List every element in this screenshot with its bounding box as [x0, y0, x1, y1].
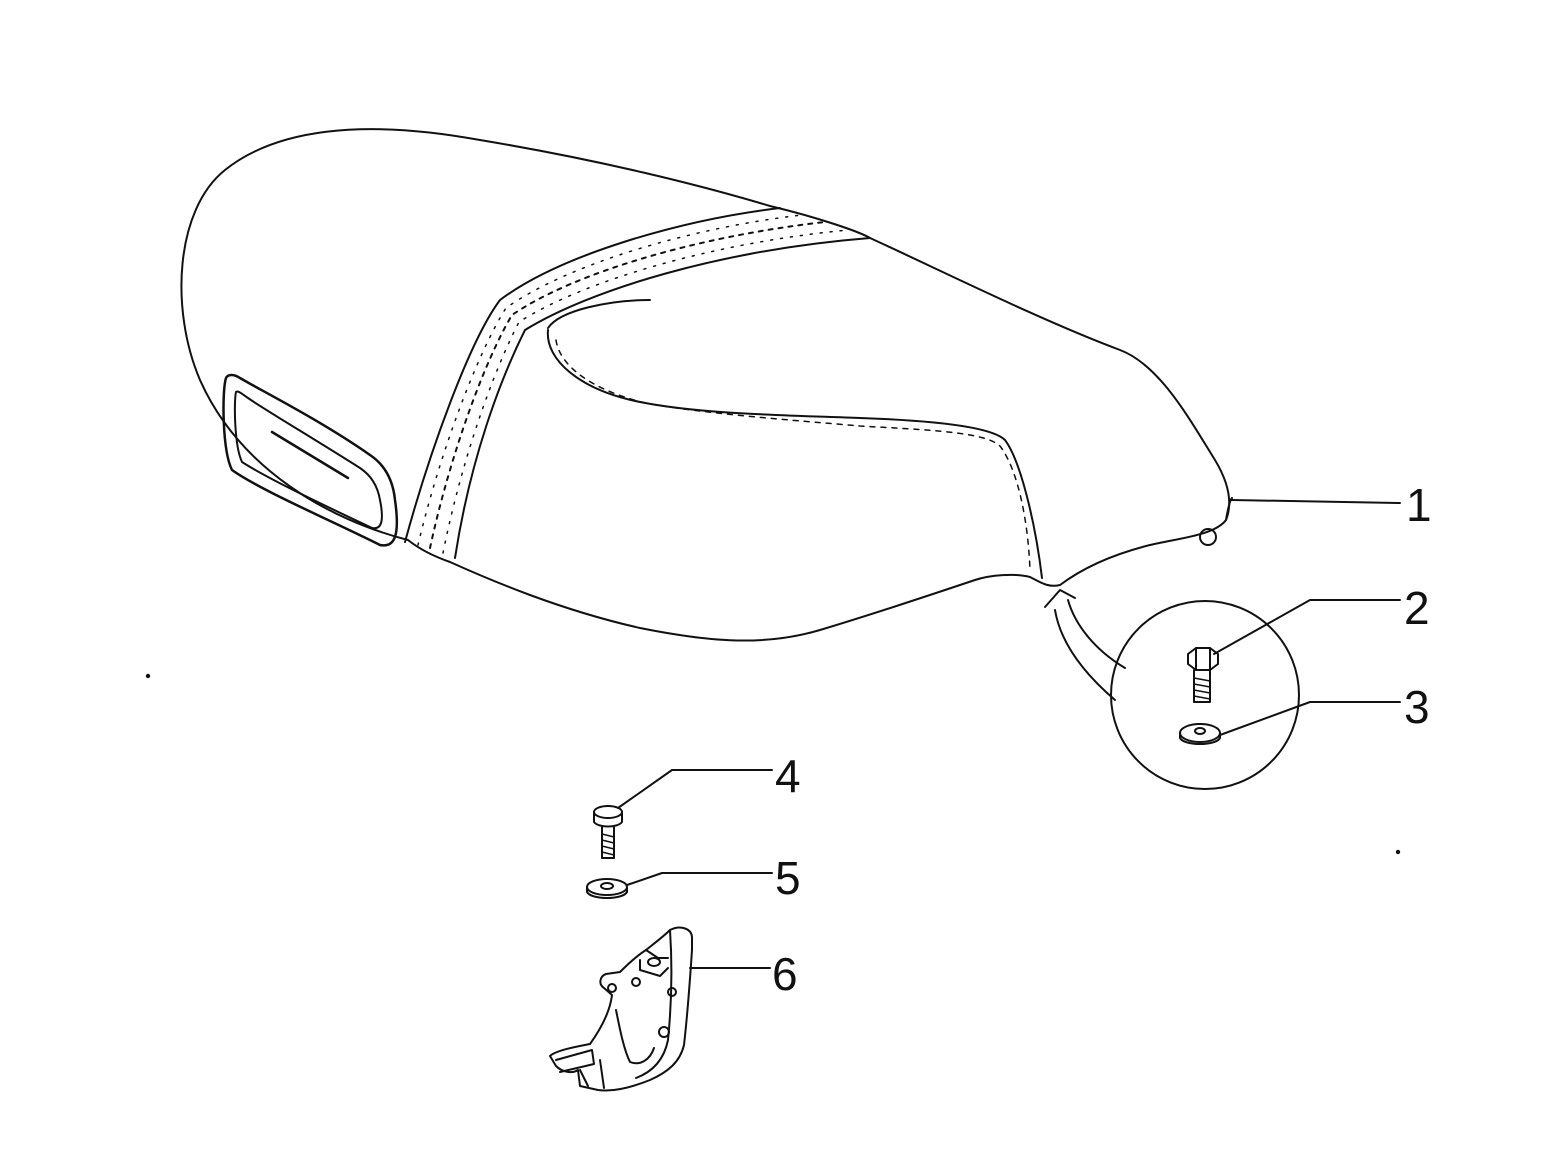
callout-number-2: 2	[1404, 582, 1430, 634]
detail-arrowhead	[1044, 589, 1076, 608]
speck	[145, 673, 151, 679]
speck	[1395, 849, 1401, 855]
callout-number-4: 4	[775, 750, 801, 802]
seat-front-lip	[1225, 497, 1233, 521]
seat-rear-band	[404, 207, 871, 559]
leader-line-4	[617, 769, 773, 809]
detail-arrow	[1054, 609, 1116, 701]
leader-line-1	[1231, 499, 1401, 504]
hinge-bracket	[549, 926, 693, 1092]
bushing	[1179, 723, 1221, 745]
callout-number-6: 6	[772, 948, 798, 1000]
screw	[593, 805, 623, 859]
leader-line-2	[1213, 599, 1401, 655]
seat-outline	[180, 128, 1231, 642]
seat-rear-reflector	[222, 373, 399, 547]
callout-number-1: 1	[1406, 479, 1432, 531]
callout-number-3: 3	[1404, 681, 1430, 733]
seat	[180, 128, 1233, 642]
callout-number-5: 5	[775, 852, 801, 904]
detail-circle	[1110, 600, 1300, 790]
washer	[586, 878, 628, 899]
hex-bolt	[1187, 647, 1219, 703]
seat-cushion-panel	[546, 299, 1043, 579]
leader-line-3	[1219, 701, 1401, 736]
leader-line-5	[626, 872, 773, 886]
seat-cushion-stitch	[555, 339, 1031, 571]
seat-knob	[1199, 528, 1217, 546]
